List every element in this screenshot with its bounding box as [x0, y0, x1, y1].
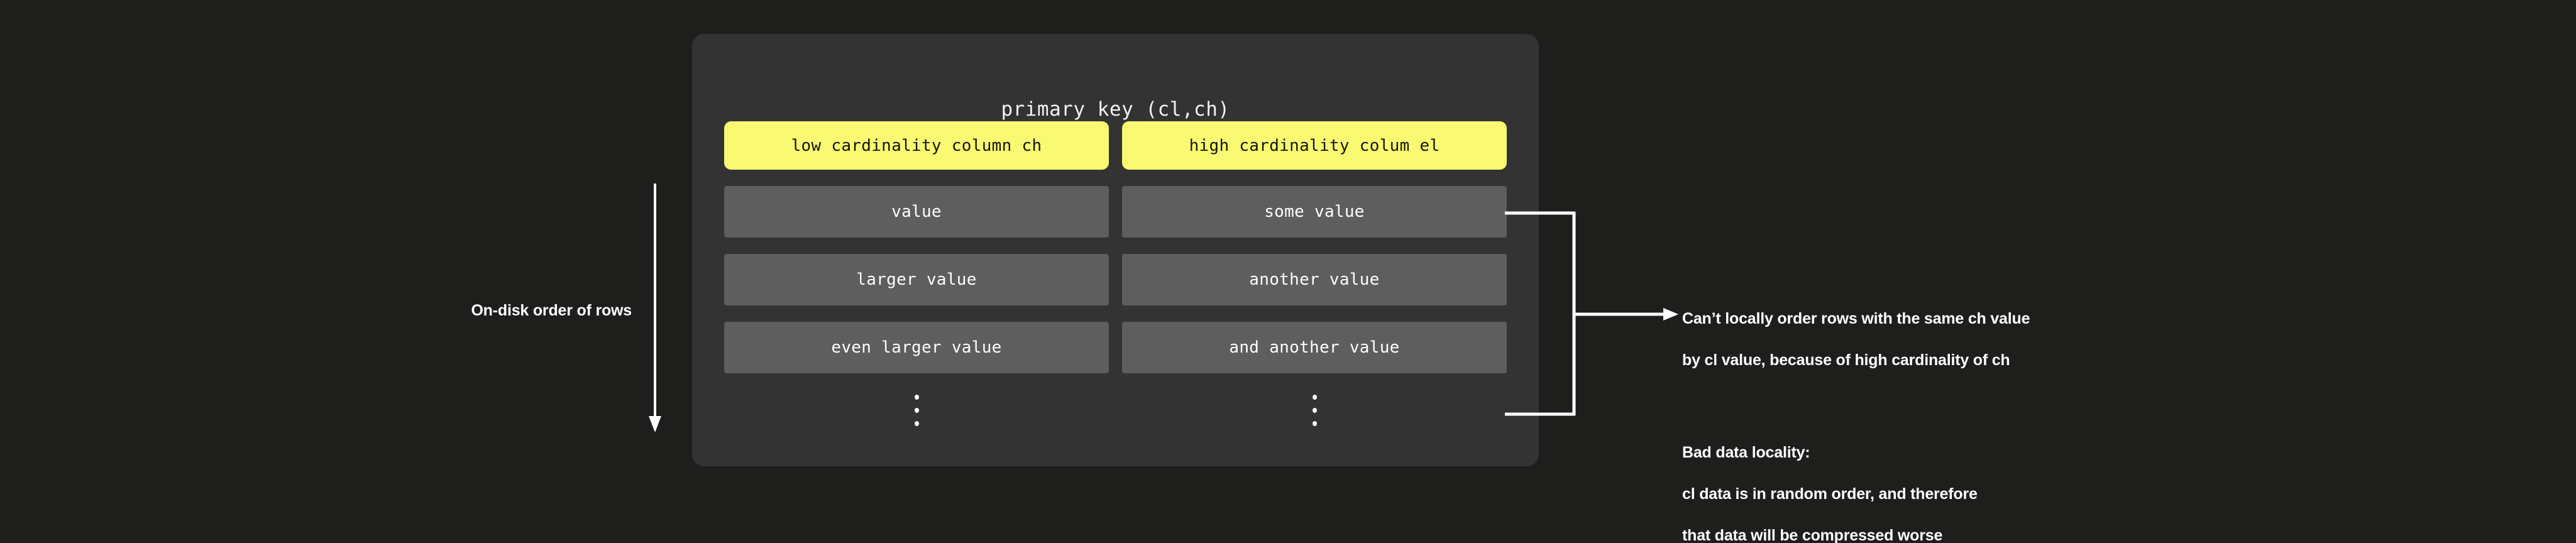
column-header-low-cardinality: low cardinality column ch: [724, 121, 1109, 170]
annotation-data-locality: Bad data locality: cl data is in random …: [1682, 422, 2198, 543]
card-title: primary key (cl,ch): [1001, 98, 1230, 121]
table-cell: value: [724, 186, 1109, 238]
column-low-cardinality: low cardinality column ch value larger v…: [724, 121, 1109, 432]
primary-key-card: primary key (cl,ch) low cardinality colu…: [692, 34, 1539, 466]
annotation-line: by cl value, because of high cardinality…: [1682, 351, 2010, 369]
vertical-ellipsis-icon: [1122, 388, 1507, 432]
annotation-line: cl data is in random order, and therefor…: [1682, 485, 1978, 503]
table-cell: and another value: [1122, 322, 1507, 373]
annotation-line: Bad data locality:: [1682, 444, 1810, 461]
vertical-ellipsis-icon: [724, 388, 1109, 432]
table-cell: larger value: [724, 254, 1109, 305]
table-cell: even larger value: [724, 322, 1109, 373]
column-grid: low cardinality column ch value larger v…: [724, 121, 1507, 432]
table-cell: some value: [1122, 186, 1507, 238]
column-header-high-cardinality: high cardinality colum el: [1122, 121, 1507, 170]
on-disk-order-label: On-disk order of rows: [471, 302, 632, 319]
annotation-ordering: Can’t locally order rows with the same c…: [1682, 288, 2198, 392]
annotation-line: that data will be compressed worse: [1682, 527, 1943, 543]
column-high-cardinality: high cardinality colum el some value ano…: [1122, 121, 1507, 432]
annotation-line: Can’t locally order rows with the same c…: [1682, 310, 2030, 327]
table-cell: another value: [1122, 254, 1507, 305]
bracket-connector-icon: [1501, 204, 1683, 424]
on-disk-order-arrow-icon: [644, 182, 666, 434]
